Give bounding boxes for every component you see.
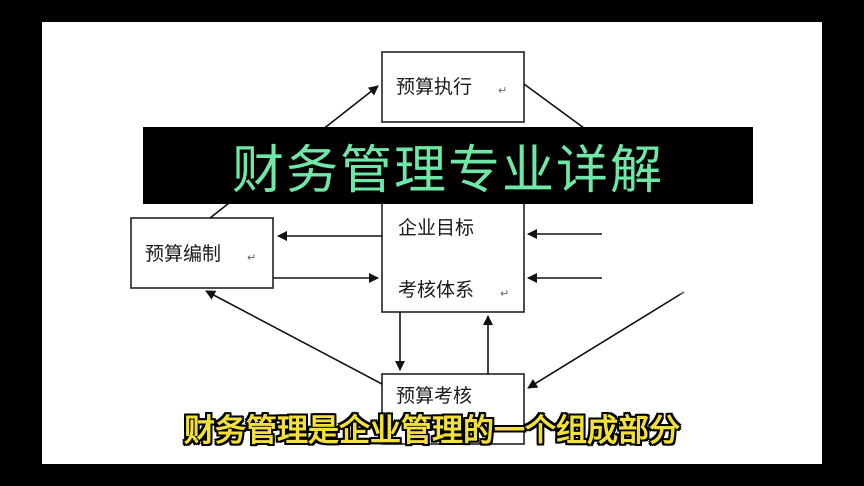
glare xyxy=(644,244,704,294)
return-mark: ↵ xyxy=(498,84,507,97)
node-budget-assess: 预算考核 xyxy=(396,385,472,407)
subtitle-caption: 财务管理是企业管理的一个组成部分 xyxy=(184,413,680,449)
title-banner: 财务管理专业详解 xyxy=(143,127,753,204)
return-mark: ↵ xyxy=(247,251,256,264)
diagram-frame: 预算执行 ↵ 预算编制 ↵ 企业目标 考核体系 ↵ 预算考核 xyxy=(42,22,822,464)
video-title: 财务管理专业详解 xyxy=(231,141,664,201)
node-budget-execution: 预算执行 xyxy=(396,76,472,98)
box-budget-assess xyxy=(381,373,525,445)
arrow-assess-to-compile xyxy=(205,290,383,385)
flow-diagram: 预算执行 ↵ 预算编制 ↵ 企业目标 考核体系 ↵ 预算考核 xyxy=(130,51,685,445)
arrow-right-to-assess xyxy=(527,291,685,389)
node-enterprise-goal: 企业目标 xyxy=(398,217,474,239)
return-mark: ↵ xyxy=(500,287,509,300)
box-budget-execution xyxy=(381,51,525,123)
box-budget-compile xyxy=(130,217,274,289)
node-budget-compile: 预算编制 xyxy=(145,243,221,265)
node-assessment-system: 考核体系 xyxy=(398,279,474,301)
